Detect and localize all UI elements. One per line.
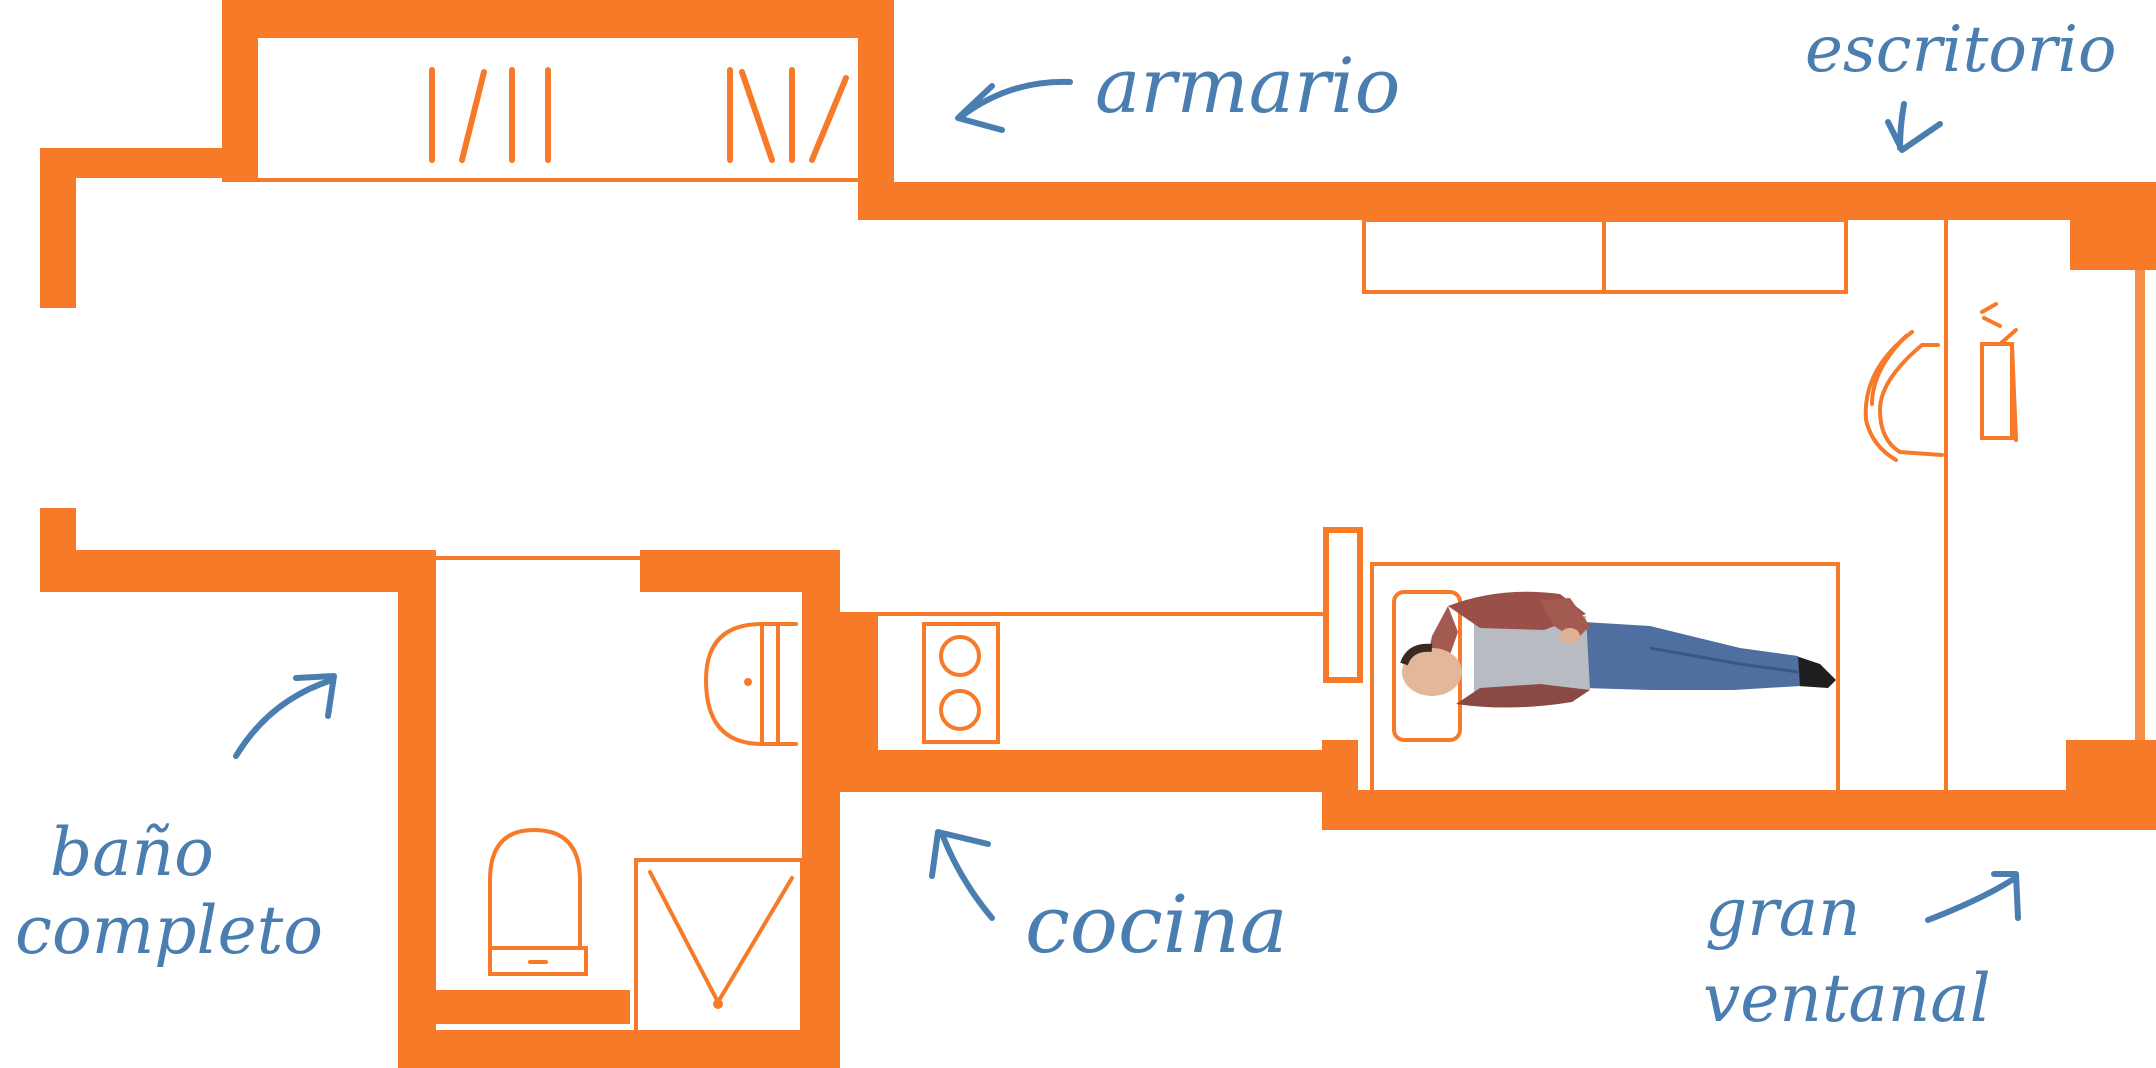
arrow-icon [233,673,337,759]
fixtures [238,67,2145,1034]
sink-icon [703,622,798,746]
arrow-icon [1885,101,1943,153]
annotation-arrows [233,78,2021,923]
label-bano-line2: completo [15,892,323,969]
arrow-icon [955,78,1073,133]
arrow-icon [929,829,995,921]
wall-wardrobe-top [222,0,894,38]
toilet-icon [488,827,588,976]
wall-bath-left [398,550,436,1068]
arrow-icon [1925,871,2021,923]
chair-icon [1863,330,1944,462]
label-bano-completo: baño completo [15,814,323,964]
wall-kitchen-bottom [840,752,1330,792]
bed-icon [1370,562,1840,794]
desk-icon [1980,302,2018,442]
wall-bath-bottom [398,1030,840,1068]
label-ventanal-line2: ventanal [1703,960,1991,1037]
stove-icon [922,622,1000,744]
shower-icon [634,858,804,1034]
wall-bottom [1322,790,2156,830]
wardrobe-icon [429,67,849,163]
label-escritorio: escritorio [1805,13,2117,87]
label-armario: armario [1095,41,1401,130]
wall-upper-left-stub [40,148,76,308]
wall-lower-left-stub [40,508,76,592]
wall-bath-bottom-inner [430,990,630,1024]
label-bano-line1: baño [50,814,214,891]
person-figure-icon [1400,591,1836,708]
wall-lower-left [40,550,436,592]
wall-corner-top-right [2070,182,2156,270]
label-gran-ventanal: gran ventanal [1703,874,1991,1037]
wall-wardrobe-left [222,0,258,182]
label-ventanal-line1: gran [1705,874,1861,951]
label-cocina: cocina [1025,878,1288,971]
wall-bath-right [802,550,840,1068]
walls [40,0,2156,1068]
bedroom-door [1323,527,1363,683]
wall-top [858,182,2156,220]
